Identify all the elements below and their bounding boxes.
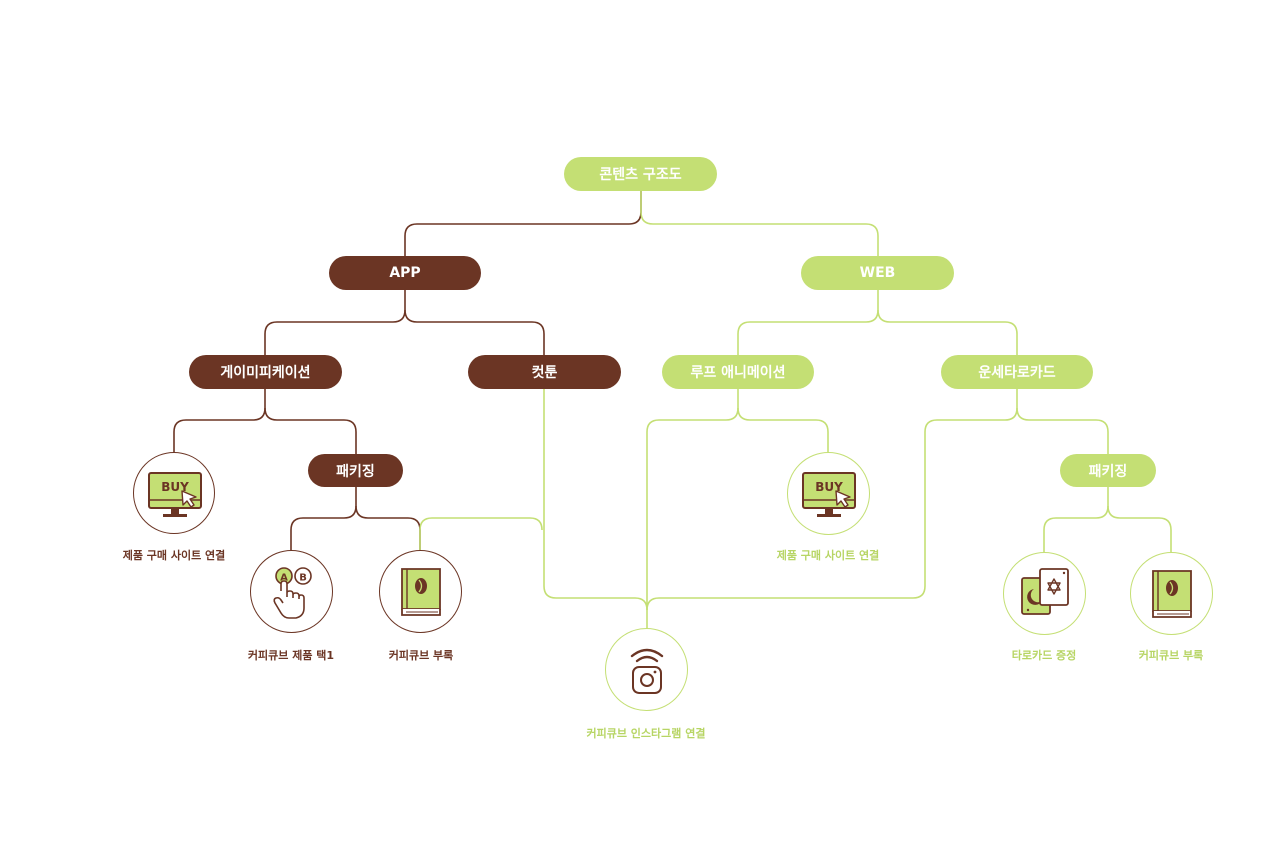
instagram-caption: 커피큐브 인스타그램 연결 [586, 727, 706, 740]
app-packaging-node: 패키징 [308, 454, 403, 487]
tarot-gift-caption: 타로카드 증정 [1011, 649, 1077, 662]
buy-monitor-icon: BUY [802, 472, 856, 517]
app-appendix-caption: 커피큐브 부록 [388, 649, 454, 662]
product-tag-circle: A B [250, 550, 333, 633]
root-node: 콘텐츠 구조도 [564, 157, 717, 191]
buy-monitor-icon: BUY [148, 472, 202, 517]
instagram-wifi-icon [630, 648, 664, 694]
web-node: WEB [801, 256, 954, 290]
ab-b-label: B [299, 573, 307, 584]
tarot-cards-icon [1021, 568, 1069, 615]
buy-label: BUY [815, 480, 843, 494]
buy-label: BUY [161, 480, 189, 494]
web-appendix-circle [1130, 552, 1213, 635]
tarot-gift-circle [1003, 552, 1086, 635]
webtoon-node: 컷툰 [468, 355, 621, 389]
web-packaging-node: 패키징 [1060, 454, 1156, 487]
coffee-book-icon [1152, 570, 1192, 618]
web-buy-site-caption: 제품 구매 사이트 연결 [776, 549, 880, 562]
gamification-node: 게이미피케이션 [189, 355, 342, 389]
web-appendix-caption: 커피큐브 부록 [1138, 649, 1204, 662]
buy-site-circle: BUY [133, 452, 215, 534]
app-appendix-circle [379, 550, 462, 633]
loop-animation-node: 루프 애니메이션 [662, 355, 814, 389]
fortune-tarot-node: 운세타로카드 [941, 355, 1093, 389]
app-node: APP [329, 256, 481, 290]
ab-touch-icon: A B [273, 567, 312, 619]
web-buy-site-circle: BUY [787, 452, 870, 535]
coffee-book-icon [401, 568, 441, 616]
ab-a-label: A [280, 573, 288, 584]
product-tag-caption: 커피큐브 제품 택1 [247, 649, 335, 662]
buy-site-caption: 제품 구매 사이트 연결 [122, 549, 226, 562]
instagram-circle [605, 628, 688, 711]
